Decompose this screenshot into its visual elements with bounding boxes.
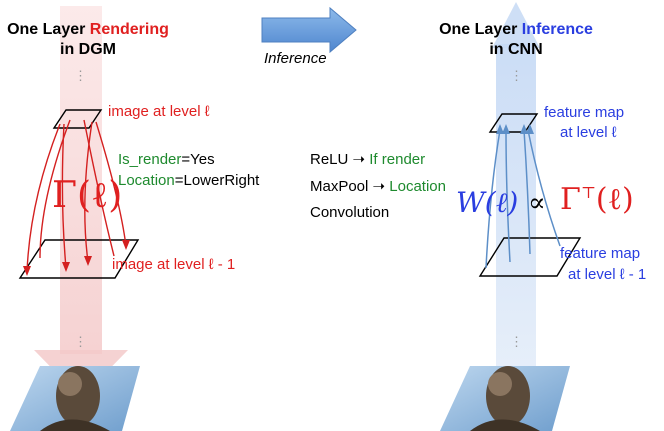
right-bottom-plane: [478, 237, 582, 277]
center-inference-arrow: [261, 6, 357, 54]
left-bottom-plane: [18, 239, 140, 279]
maxpool-line: MaxPool ➝ Location: [310, 177, 446, 196]
relu-key: ReLU: [310, 151, 349, 168]
left-dots-bottom: ⋮: [74, 334, 87, 349]
right-inference-arrowheads: [496, 124, 534, 134]
left-title-line2: in DGM: [60, 41, 116, 58]
right-dots-bottom: ⋮: [510, 334, 523, 349]
left-top-plane: [52, 109, 103, 129]
right-statue-image: [440, 366, 570, 431]
left-top-label: image at level ℓ: [108, 103, 210, 120]
left-panel-title: One Layer Rendering in DGM: [0, 20, 176, 60]
gamma-transpose: Γ⊤(ℓ): [560, 182, 634, 217]
gamma-t-sup: ⊤: [580, 183, 596, 202]
right-bottom-label-1: feature map: [560, 245, 641, 262]
attr-location: Location=LowerRight: [118, 172, 259, 190]
gamma-symbol: Γ(ℓ): [52, 175, 123, 216]
right-bottom-label-2: at level ℓ - 1: [568, 266, 647, 283]
left-render-arrowheads: [23, 240, 130, 276]
attr-is-render-val: =Yes: [181, 151, 215, 168]
attr-location-val: =LowerRight: [174, 172, 260, 189]
convolution-label: Convolution: [310, 204, 390, 221]
gamma-t-arg: (ℓ): [595, 182, 634, 217]
left-title-highlight: Rendering: [89, 21, 169, 38]
right-title-line2: in CNN: [489, 41, 543, 58]
right-title-prefix: One Layer: [439, 21, 522, 38]
relu-val: If render: [369, 151, 426, 168]
maxpool-arrow-icon: ➝: [368, 178, 390, 195]
right-panel-title: One Layer Inference in CNN: [428, 20, 604, 60]
left-render-arrows: [26, 119, 127, 273]
propto-symbol: ∝: [528, 188, 546, 218]
weight-symbol: W(ℓ): [456, 186, 519, 219]
relu-arrow-icon: ➝: [348, 151, 370, 168]
gamma-t-base: Γ: [560, 182, 581, 217]
right-dots-top: ⋮: [510, 68, 523, 83]
attr-is-render-key: Is_render: [118, 151, 182, 168]
right-top-label-1: feature map: [544, 104, 625, 121]
maxpool-key: MaxPool: [310, 178, 369, 195]
inference-up-arrow: [492, 2, 540, 374]
left-bottom-label: image at level ℓ - 1: [112, 256, 236, 273]
left-statue-image: [10, 366, 140, 431]
attr-location-key: Location: [118, 172, 175, 189]
left-dots-top: ⋮: [74, 68, 87, 83]
right-inference-arrows: [485, 129, 561, 269]
right-top-label-2: at level ℓ: [560, 124, 617, 141]
maxpool-val: Location: [389, 178, 446, 195]
right-title-highlight: Inference: [521, 21, 593, 38]
relu-line: ReLU ➝ If render: [310, 150, 425, 169]
attr-is-render: Is_render=Yes: [118, 151, 215, 169]
left-title-prefix: One Layer: [7, 21, 90, 38]
inference-arrow-label: Inference: [264, 50, 327, 67]
